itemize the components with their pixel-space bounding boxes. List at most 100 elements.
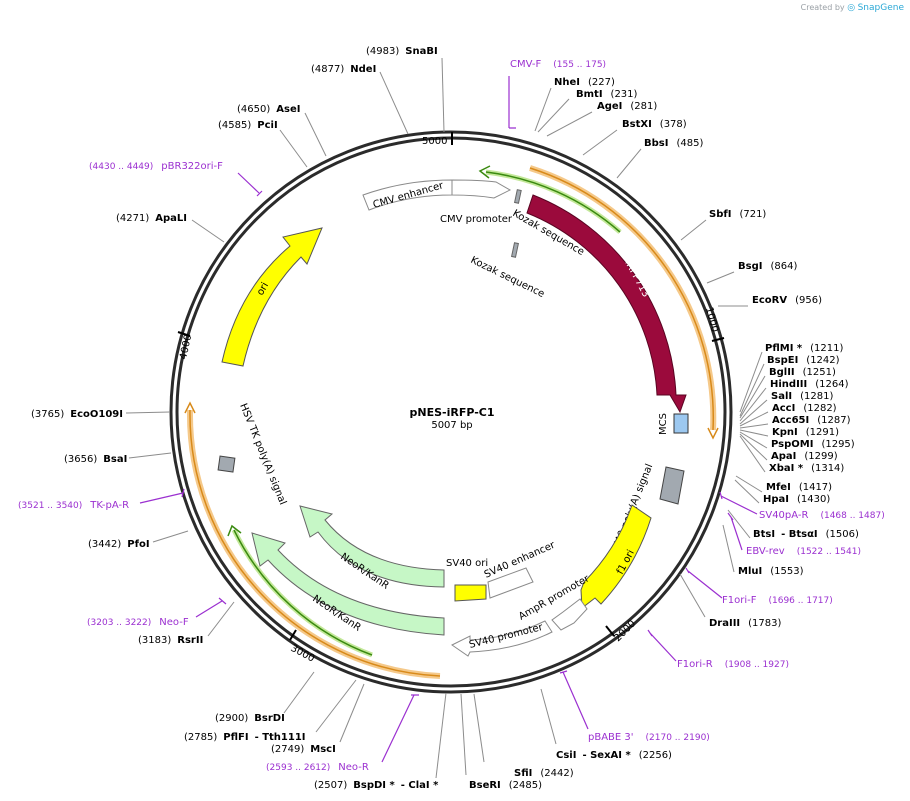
- leader-mfei: [735, 475, 763, 493]
- primer-marker-tk-pa-r: [139, 488, 185, 504]
- leader-msci: [339, 683, 365, 743]
- feature-neor-outer: [251, 532, 445, 636]
- tick-marks: [177, 132, 725, 641]
- leader-mlui: [722, 524, 735, 573]
- feature-irfp713: [526, 194, 687, 414]
- primer-marker-cmv-f: [508, 76, 516, 129]
- leader-bstxi: [582, 129, 618, 156]
- leader-xbai: [739, 435, 766, 473]
- feature-ori: [221, 227, 323, 367]
- site-bstxi: BstXI(378): [622, 119, 687, 130]
- primer-cmv-f: CMV-F(155 .. 175): [510, 59, 606, 70]
- leader-sbfi: [680, 219, 707, 241]
- primer-marker-ebv-rev: [727, 512, 743, 551]
- green-arrows: [227, 165, 622, 658]
- label-sv40-ori: SV40 ori: [446, 558, 488, 569]
- leader-btsi: [727, 509, 751, 539]
- orange-arrow-right-core: [529, 167, 715, 431]
- site-acci: AccI(1282): [772, 403, 837, 414]
- primer-tk-pa-r: (3521 .. 3540)TK-pA-R: [18, 500, 129, 511]
- leader-pflfi: [315, 679, 357, 733]
- leader-bsrdi: [283, 671, 315, 714]
- site-agei: AgeI(281): [597, 101, 657, 112]
- primer-pbabe3: pBABE 3'(2170 .. 2190): [588, 732, 710, 743]
- leader-agei: [546, 111, 593, 137]
- leader-ecoo109i: [125, 411, 171, 414]
- feature-hsv-tk-polya: [217, 455, 236, 473]
- site-hindiii: HindIII(1264): [770, 379, 849, 390]
- primer-ebv-rev: EBV-rev(1522 .. 1541): [746, 546, 861, 557]
- leader-acc65i: [739, 423, 769, 429]
- feature-ampr-promoter: [551, 598, 588, 631]
- site-bglii: BglII(1251): [769, 367, 836, 378]
- primer-marker-sv40pa-r: [719, 491, 758, 515]
- orange-arrow-left: [186, 409, 441, 679]
- site-ecorv: EcoRV(956): [752, 295, 822, 306]
- leader-pfoi: [152, 530, 189, 543]
- leader-bmti: [537, 98, 570, 133]
- leader-bsgi: [706, 271, 735, 284]
- orange-arrowhead-left: [184, 401, 196, 414]
- tick-label-5000: 5000: [422, 136, 447, 147]
- primer-pbr322ori-f: (4430 .. 4449)pBR322ori-F: [89, 161, 223, 172]
- leader-rsrii: [207, 601, 235, 637]
- leader-bsai: [128, 452, 172, 459]
- green-arrow-top-core: [485, 171, 621, 233]
- feature-sv40-ori: [454, 584, 487, 602]
- site-bsrdi: (2900)BsrDI: [215, 713, 285, 724]
- feature-sv40-promoter: [451, 620, 553, 657]
- leader-pcii: [279, 129, 308, 168]
- orange-arrowhead-right: [707, 427, 719, 440]
- site-ndei: (4877)NdeI: [311, 64, 376, 75]
- snapgene-logo-icon: ◎: [847, 3, 856, 13]
- leader-bbsi: [616, 148, 642, 179]
- leader-pflmi: [739, 351, 763, 413]
- label-mcs: MCS: [658, 413, 669, 435]
- leader-acci: [739, 411, 769, 427]
- site-acc65i: Acc65I(1287): [772, 415, 851, 426]
- tick-label-1000: 1000: [703, 306, 720, 333]
- leader-csii: [540, 688, 557, 745]
- site-bsgi: BsgI(864): [738, 261, 797, 272]
- leader-sfii: [473, 693, 485, 763]
- leader-snabi: [441, 57, 445, 133]
- site-kpni: KpnI(1291): [772, 427, 839, 438]
- primer-neo-f: (3203 .. 3222)Neo-F: [87, 617, 189, 628]
- feature-sv40-enhancer: [487, 567, 534, 599]
- site-sali: SalI(1281): [771, 391, 833, 402]
- site-apali: (4271)ApaLI: [116, 213, 187, 224]
- site-bmti: BmtI(231): [576, 89, 638, 100]
- site-pflmi: PflMI *(1211): [765, 343, 843, 354]
- feature-sv40-polya: [659, 466, 685, 505]
- site-sbfi: SbfI(721): [709, 209, 766, 220]
- plasmid-length: 5007 bp: [431, 420, 472, 431]
- leader-draiii: [679, 573, 706, 618]
- tick-label-3000: 3000: [289, 643, 317, 665]
- site-pspomi: PspOMI(1295): [771, 439, 855, 450]
- green-arrow-left-core: [233, 529, 373, 656]
- site-bspdi: (2507)BspDI *- ClaI *: [314, 780, 439, 791]
- primer-labels: CMV-F(155 .. 175) (4430 .. 4449)pBR322or…: [18, 59, 885, 773]
- site-draiii: DraIII(1783): [709, 618, 782, 629]
- primer-marker-f1ori-r: [647, 629, 677, 662]
- site-mfei: MfeI(1417): [766, 482, 832, 493]
- site-xbai: XbaI *(1314): [769, 463, 844, 474]
- label-hsv-tk-polya: HSV TK poly(A) signal: [237, 402, 288, 507]
- primer-marker-neo-r: [381, 694, 419, 763]
- leader-asei: [304, 112, 327, 157]
- tick-2000: [605, 625, 615, 637]
- primer-marker-pbr322ori-f: [237, 172, 263, 197]
- primer-marker-neo-f: [195, 597, 227, 618]
- tick-4000: [177, 331, 191, 337]
- site-pcii: (4585)PciI: [218, 120, 278, 131]
- leader-sali: [739, 399, 768, 425]
- green-arrowhead-top: [478, 165, 491, 179]
- site-btsi: BtsI- BtsαI(1506): [753, 529, 859, 540]
- site-bspei: BspEI(1242): [767, 355, 840, 366]
- site-bbsi: BbsI(485): [644, 138, 703, 149]
- leader-nhei: [534, 87, 552, 132]
- snapgene-attribution: Created by ◎ SnapGene: [801, 3, 904, 13]
- feature-cmv-promoter: [451, 179, 512, 199]
- site-snabi: (4983)SnaBI: [366, 46, 438, 57]
- leader-hpai: [734, 479, 760, 504]
